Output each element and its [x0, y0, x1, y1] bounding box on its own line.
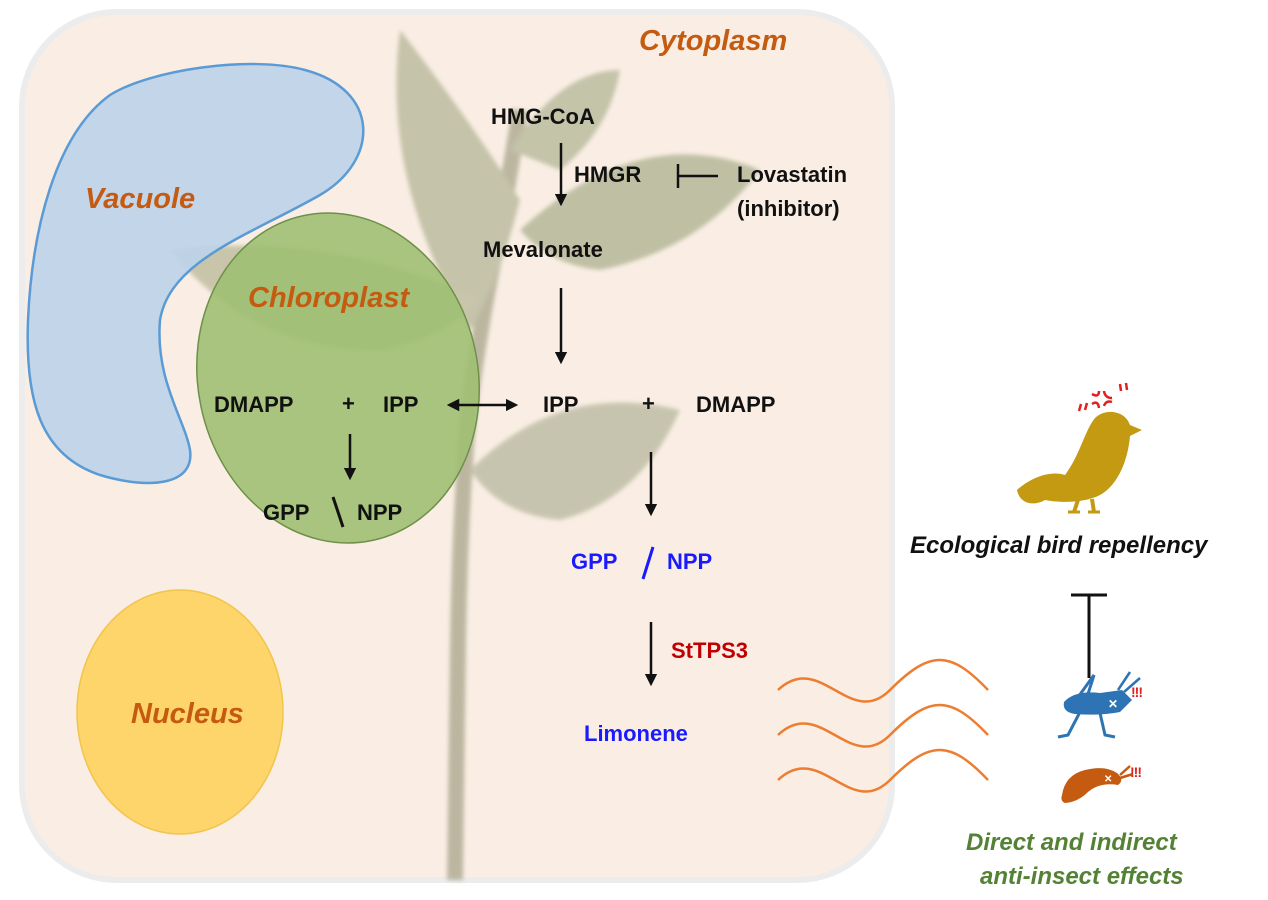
bird-icon	[1017, 411, 1142, 514]
label-plastid-dmapp: DMAPP	[214, 392, 294, 417]
label-mevalonate: Mevalonate	[483, 237, 603, 262]
label-plastid-npp: NPP	[357, 500, 403, 525]
label-lovastatin: Lovastatin	[737, 162, 848, 187]
label-insect-effects-line1: Direct and indirect	[966, 829, 1177, 856]
alarm-marks-larva: !!!	[1130, 764, 1142, 780]
anger-mark-icon	[1077, 382, 1129, 412]
label-chloroplast: Chloroplast	[248, 282, 410, 314]
label-vacuole: Vacuole	[85, 183, 196, 215]
label-bird-repellency: Ecological bird repellency	[910, 532, 1208, 559]
label-limonene: Limonene	[584, 721, 688, 746]
label-cyto-plus: +	[642, 391, 655, 416]
odor-wave-icon	[777, 658, 989, 793]
nucleus	[76, 589, 284, 835]
label-hmg-coa: HMG-CoA	[491, 104, 595, 129]
label-plastid-ipp: IPP	[383, 392, 419, 417]
label-nucleus: Nucleus	[131, 698, 244, 730]
svg-text:✕: ✕	[1108, 697, 1118, 711]
label-sttps3: StTPS3	[671, 638, 749, 663]
label-cyto-ipp: IPP	[543, 392, 579, 417]
alarm-marks-grasshopper: !!!	[1131, 684, 1143, 700]
label-cyto-dmapp: DMAPP	[696, 392, 776, 417]
label-insect-effects-line2: anti-insect effects	[980, 863, 1184, 890]
vacuole	[26, 62, 365, 485]
larva-icon: ✕	[1061, 765, 1134, 803]
label-plastid-plus: +	[342, 391, 355, 416]
label-cyto-npp: NPP	[667, 549, 713, 574]
grasshopper-icon: ✕	[1057, 671, 1141, 739]
label-cyto-gpp: GPP	[571, 549, 618, 574]
label-cytoplasm: Cytoplasm	[639, 25, 788, 57]
slash-cyto	[641, 546, 655, 580]
label-lovastatin-note: (inhibitor)	[737, 196, 840, 221]
svg-text:✕: ✕	[1104, 774, 1112, 785]
label-plastid-gpp: GPP	[263, 500, 310, 525]
label-hmgr: HMGR	[574, 162, 642, 187]
slash-plastid	[331, 496, 345, 528]
chloroplast	[196, 212, 480, 544]
